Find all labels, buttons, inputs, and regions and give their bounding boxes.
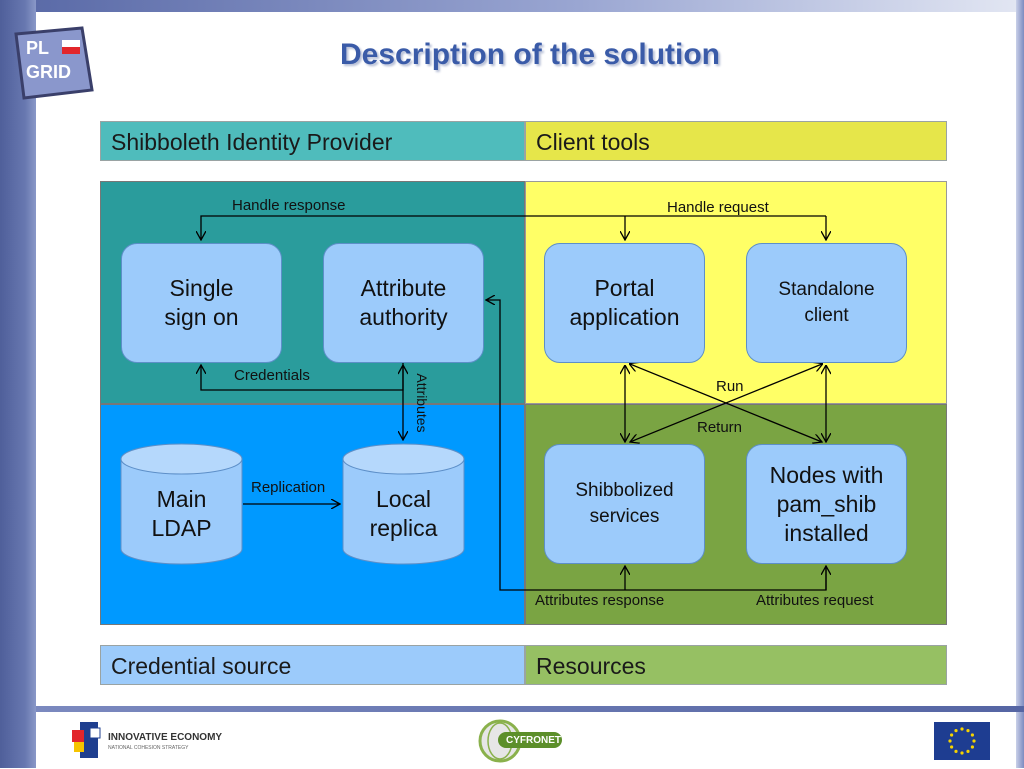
node-attribute-authority-line2: authority <box>359 304 448 330</box>
node-portal-application-line2: application <box>569 304 680 330</box>
edge-handle-response <box>201 215 826 240</box>
innovative-economy-logo-subtext: NATIONAL COHESION STRATEGY <box>108 745 189 751</box>
node-portal-application: Portal application <box>544 243 705 363</box>
node-portal-application-line1: Portal <box>594 275 655 301</box>
cyfronet-logo-text: CYFRONET <box>506 735 561 746</box>
node-single-sign-on-line2: sign on <box>164 304 239 330</box>
slide-top-bar <box>36 0 1024 12</box>
label-credentials: Credentials <box>234 367 310 384</box>
header-credential-source: Credential source <box>100 645 525 685</box>
node-attribute-authority: Attribute authority <box>323 243 484 363</box>
node-nodes-pam-shib-line3: installed <box>784 519 869 546</box>
header-resources: Resources <box>525 645 947 685</box>
node-shibbolized-services-line2: services <box>589 506 660 527</box>
label-handle-response: Handle response <box>232 197 346 214</box>
label-attributes: Attributes <box>414 373 430 433</box>
eu-flag-logo <box>934 722 990 760</box>
plgrid-logo-line2: GRID <box>26 62 71 82</box>
node-standalone-client-line2: client <box>804 305 849 326</box>
node-local-replica-line2: replica <box>369 515 438 541</box>
node-local-replica: Local replica <box>342 443 465 565</box>
header-client-tools: Client tools <box>525 121 947 161</box>
innovative-economy-logo: INNOVATIVE ECONOMY NATIONAL COHESION STR… <box>70 718 230 762</box>
plgrid-logo: PL GRID <box>10 26 94 102</box>
label-handle-request: Handle request <box>667 199 769 216</box>
label-run: Run <box>716 378 744 395</box>
edge-return <box>630 364 822 442</box>
slide-right-bar <box>1016 0 1024 768</box>
node-local-replica-line1: Local <box>376 486 431 512</box>
label-replication: Replication <box>251 479 326 496</box>
cyfronet-logo: CYFRONET <box>476 718 566 764</box>
plgrid-logo-line1: PL <box>26 38 50 58</box>
node-single-sign-on-line1: Single <box>169 275 234 301</box>
label-attributes-request: Attributes request <box>756 592 874 609</box>
node-nodes-pam-shib-line2: pam_shib <box>776 490 877 517</box>
header-identity-provider: Shibboleth Identity Provider <box>100 121 525 161</box>
node-shibbolized-services: Shibbolized services <box>544 444 705 564</box>
node-standalone-client: Standalone client <box>746 243 907 363</box>
slide-left-bar <box>0 0 36 768</box>
label-attributes-response: Attributes response <box>535 592 665 609</box>
innovative-economy-logo-text: INNOVATIVE ECONOMY <box>108 732 223 743</box>
node-single-sign-on: Single sign on <box>121 243 282 363</box>
node-nodes-pam-shib-line1: Nodes with <box>769 461 884 488</box>
slide-bottom-bar <box>36 706 1024 712</box>
node-shibbolized-services-line1: Shibbolized <box>575 480 674 501</box>
node-standalone-client-line1: Standalone <box>778 279 875 300</box>
node-attribute-authority-line1: Attribute <box>360 275 447 301</box>
node-main-ldap: Main LDAP <box>120 443 243 565</box>
slide-title: Description of the solution <box>340 38 720 71</box>
node-main-ldap-line1: Main <box>156 486 207 512</box>
label-return: Return <box>697 419 743 436</box>
node-main-ldap-line2: LDAP <box>151 515 212 541</box>
